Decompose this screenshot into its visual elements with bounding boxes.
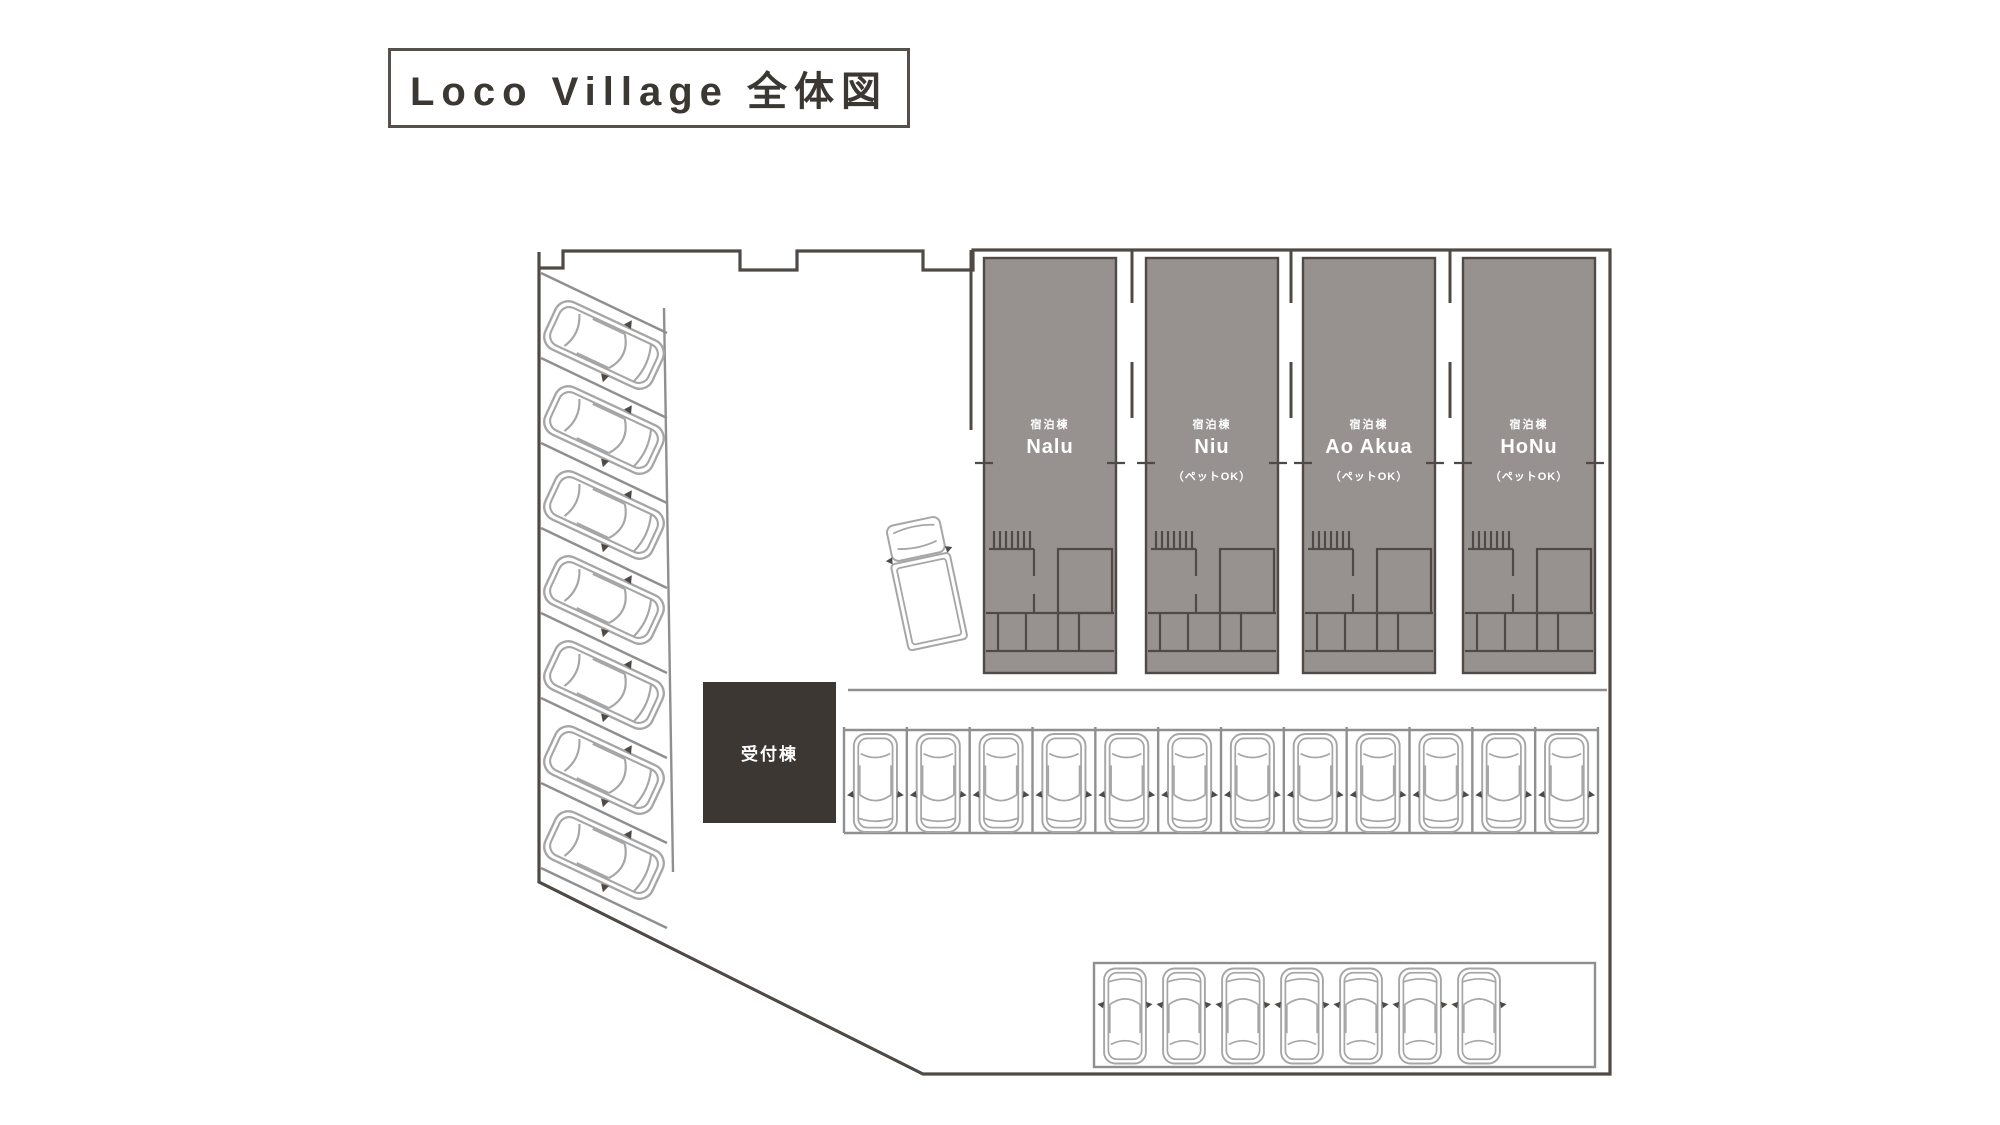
- building-gap-walls: [969, 250, 1452, 430]
- building-label-honu: 宿泊棟 HoNu （ペットOK）: [1463, 420, 1595, 483]
- middle-parking-row: [842, 727, 1600, 835]
- car-icon: [534, 287, 674, 403]
- car-icon: [1214, 967, 1272, 1065]
- car-icon: [908, 733, 968, 833]
- reception-label: 受付棟: [741, 745, 798, 764]
- car-icon: [1223, 733, 1282, 833]
- reception-building: 受付棟: [703, 682, 836, 823]
- truck-icon: [877, 513, 973, 653]
- building-label-ao-akua: 宿泊棟 Ao Akua （ペットOK）: [1303, 420, 1435, 483]
- car-icon: [971, 733, 1031, 833]
- bottom-parking-row: [1092, 961, 1597, 1069]
- building-nalu: [973, 256, 1127, 675]
- site-boundary: [537, 248, 1612, 1076]
- car-icon: [534, 457, 674, 573]
- building-name: Nalu: [1026, 436, 1074, 458]
- building-pet-note: （ペットOK）: [1172, 471, 1252, 483]
- building-pet-note: （ペットOK）: [1489, 471, 1569, 483]
- car-icon: [1332, 967, 1390, 1065]
- car-icon: [1160, 733, 1219, 833]
- car-icon: [846, 733, 905, 833]
- car-icon: [1155, 967, 1213, 1065]
- car-icon: [534, 797, 674, 913]
- building-niu: [1135, 256, 1289, 675]
- page-title: Loco Village 全体図: [388, 48, 910, 128]
- car-icon: [1537, 733, 1596, 833]
- building-type-label: 宿泊棟: [1030, 419, 1070, 431]
- building-type-label: 宿泊棟: [1349, 419, 1389, 431]
- building-label-niu: 宿泊棟 Niu （ペットOK）: [1146, 420, 1278, 483]
- building-label-nalu: 宿泊棟 Nalu: [984, 420, 1116, 472]
- building-pet-note: （ペットOK）: [1329, 471, 1409, 483]
- car-icon: [1450, 967, 1508, 1065]
- car-icon: [534, 542, 674, 658]
- building-name: HoNu: [1500, 436, 1558, 458]
- car-icon: [1391, 967, 1449, 1065]
- car-icon: [1411, 733, 1471, 833]
- car-icon: [1097, 733, 1157, 833]
- car-icon: [534, 372, 674, 488]
- building-type-label: 宿泊棟: [1509, 419, 1549, 431]
- building-name: Niu: [1194, 436, 1230, 458]
- left-diagonal-parking: [534, 271, 675, 930]
- building-honu: [1452, 256, 1606, 675]
- car-icon: [1034, 733, 1094, 833]
- car-icon: [1285, 733, 1345, 833]
- car-icon: [534, 712, 674, 828]
- car-icon: [534, 627, 674, 743]
- building-name: Ao Akua: [1325, 436, 1413, 458]
- car-icon: [1096, 967, 1154, 1065]
- car-icon: [1474, 733, 1534, 833]
- car-icon: [1348, 733, 1408, 833]
- building-ao-akua: [1292, 256, 1446, 675]
- building-type-label: 宿泊棟: [1192, 419, 1232, 431]
- car-icon: [1273, 967, 1331, 1065]
